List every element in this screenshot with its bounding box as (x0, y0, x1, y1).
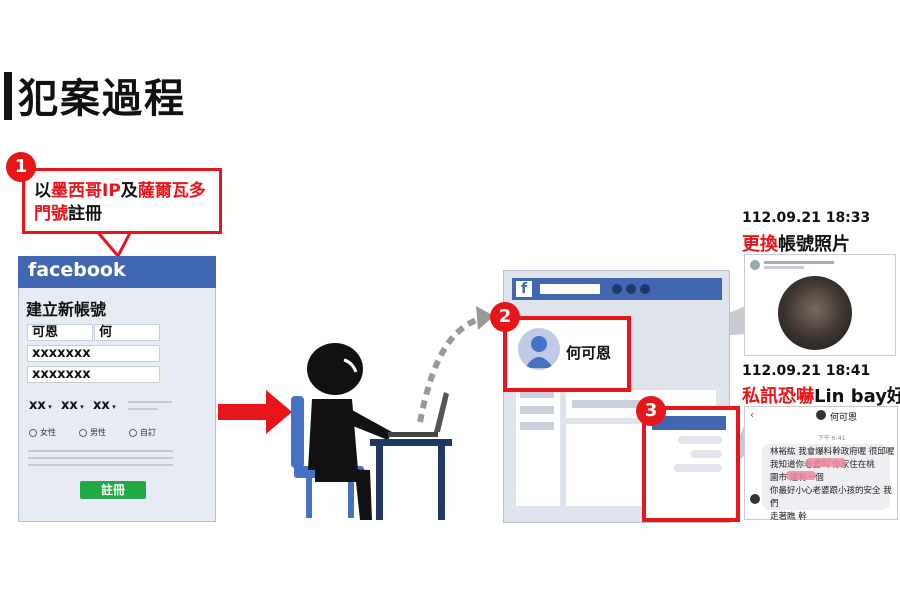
update1-label-red: 更換 (742, 234, 778, 255)
facebook-f-icon: f (516, 281, 532, 297)
gender-label: 男性 (90, 428, 106, 437)
messenger-header (652, 416, 726, 430)
gender-label: 自訂 (140, 428, 156, 437)
step1-callout (22, 168, 222, 234)
step1-line2-black: 註冊 (68, 204, 102, 224)
update1-label-black: 帳號照片 (778, 234, 850, 255)
step1-part-0: 以 (34, 181, 51, 201)
gender-radio-female[interactable]: 女性 (29, 427, 56, 438)
message-bubble (690, 450, 722, 458)
placeholder-line (764, 266, 804, 269)
message-bubble (674, 464, 722, 472)
nav-dot-icon (640, 284, 650, 294)
update1-label: 更換帳號照片 (742, 230, 850, 256)
step3-badge: 3 (636, 396, 666, 426)
placeholder-line (520, 390, 554, 398)
placeholder-line (572, 400, 652, 408)
step1-line2-red: 門號 (34, 204, 68, 224)
facebook-logo: facebook (28, 259, 126, 281)
post-avatar (750, 260, 760, 270)
birth-day-value: xx (29, 398, 46, 413)
placeholder-line (520, 422, 554, 430)
red-arrow (218, 390, 292, 434)
sender-avatar (750, 494, 760, 504)
step1-part-1: 墨西哥IP (51, 181, 121, 201)
birth-month-select[interactable]: xx ▾ (61, 398, 84, 413)
redaction-mark (806, 458, 846, 467)
back-chevron-icon: ‹ (750, 410, 754, 421)
update2-label: 私訊恐嚇Lin bay好友 (742, 382, 900, 408)
first-name-input[interactable]: 可恩 (27, 324, 93, 341)
person-at-computer-icon (291, 343, 452, 520)
placeholder-line (28, 450, 173, 452)
redaction-mark (786, 471, 816, 480)
facebook-signup-form (18, 256, 216, 522)
register-button[interactable]: 註冊 (80, 481, 146, 499)
gender-label: 女性 (40, 428, 56, 437)
placeholder-line (128, 401, 172, 403)
birth-year-value: xx (93, 398, 110, 413)
gender-radio-male[interactable]: 男性 (79, 427, 106, 438)
chat-bubble (762, 444, 890, 510)
message-bubble (678, 436, 722, 444)
update1-datetime: 112.09.21 18:33 (742, 210, 871, 226)
gender-radio-custom[interactable]: 自訂 (129, 427, 156, 438)
chat-line: 走著瞧 幹 (770, 512, 807, 522)
profile-avatar (518, 328, 560, 370)
profile-name: 何可恩 (566, 344, 612, 362)
birth-month-value: xx (61, 398, 78, 413)
step1-part-3: 薩爾瓦多 (137, 181, 206, 201)
form-heading: 建立新帳號 (26, 300, 107, 319)
placeholder-line (28, 464, 173, 466)
mockup-feed (566, 424, 642, 506)
chat-contact-name: 何可恩 (830, 413, 858, 423)
mockup-searchbar (540, 284, 600, 294)
placeholder-line (128, 408, 158, 410)
update2-datetime: 112.09.21 18:41 (742, 363, 871, 379)
chat-line: 你最好小心老婆跟小孩的安全 我們 (770, 486, 892, 509)
last-name-input[interactable]: 何 (94, 324, 160, 341)
chat-line: 林裕紘 我會爆料幹政府喔 很邱喔 (770, 447, 895, 457)
title-accent-bar (4, 72, 12, 120)
step1-text: 以墨西哥IP及薩爾瓦多 門號註冊 (34, 180, 206, 226)
step2-badge: 2 (490, 302, 520, 332)
birth-year-select[interactable]: xx ▾ (93, 398, 116, 413)
chat-time: 下午 6:41 (818, 435, 846, 442)
placeholder-line (28, 457, 173, 459)
page-title: 犯案過程 (18, 76, 186, 122)
password-input[interactable]: xxxxxxx (27, 366, 160, 383)
update2-label-red: 私訊恐嚇 (742, 386, 814, 407)
placeholder-line (764, 261, 834, 264)
step1-part-2: 及 (120, 181, 138, 201)
nav-dot-icon (626, 284, 636, 294)
callout-tail-joint (96, 226, 130, 231)
contact-avatar (816, 410, 826, 420)
mockup-sidebar (516, 382, 560, 506)
step1-badge: 1 (6, 152, 36, 182)
facebook-header (18, 256, 216, 288)
placeholder-line (520, 406, 554, 414)
profile-photo (778, 276, 852, 350)
update2-label-black: Lin bay好友 (814, 386, 900, 407)
nav-dot-icon (612, 284, 622, 294)
birth-day-select[interactable]: xx ▾ (29, 398, 52, 413)
contact-input[interactable]: xxxxxxx (27, 345, 160, 362)
